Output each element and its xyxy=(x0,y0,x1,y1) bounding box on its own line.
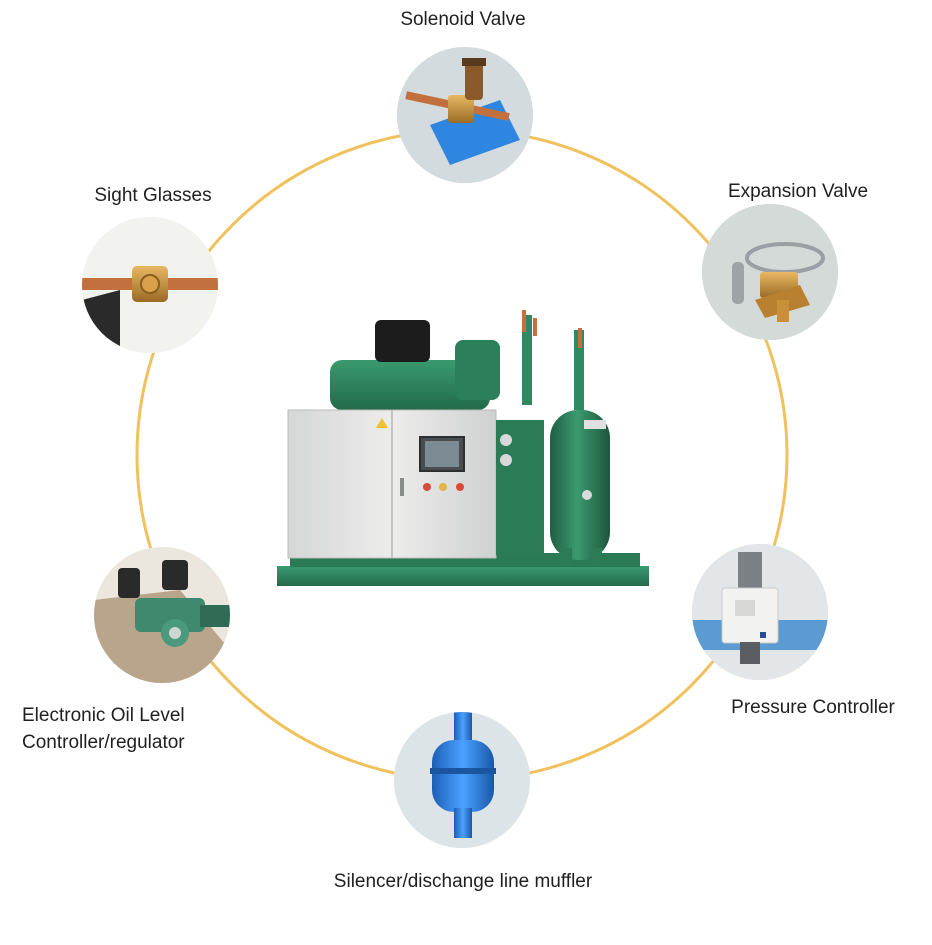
sight-glasses-node[interactable] xyxy=(82,217,218,353)
pressure-controller-node[interactable] xyxy=(692,544,828,680)
expansion-valve-icon xyxy=(702,204,838,340)
label-oil-level-line-1: Electronic Oil Level xyxy=(22,705,185,726)
expansion-valve-node[interactable] xyxy=(702,204,838,340)
label-pressure-controller: Pressure Controller xyxy=(731,697,895,718)
solenoid-valve-icon xyxy=(397,47,533,183)
solenoid-valve-node[interactable] xyxy=(397,40,533,190)
label-expansion-valve: Expansion Valve xyxy=(727,181,869,202)
label-oil-level-controller: Electronic Oil Level Controller/regulato… xyxy=(22,702,185,756)
sight-glass-icon xyxy=(82,217,218,353)
pressure-controller-icon xyxy=(692,544,828,680)
label-silencer: Silencer/dischange line muffler xyxy=(333,871,593,892)
label-solenoid-valve: Solenoid Valve xyxy=(400,9,526,30)
oil-level-controller-node[interactable] xyxy=(94,547,230,683)
muffler-icon xyxy=(394,712,530,848)
condensing-unit-illustration xyxy=(277,310,649,586)
label-oil-level-line-2: Controller/regulator xyxy=(22,732,185,753)
label-sight-glasses: Sight Glasses xyxy=(94,185,212,206)
oil-level-controller-icon xyxy=(94,547,230,683)
silencer-node[interactable] xyxy=(394,712,530,848)
